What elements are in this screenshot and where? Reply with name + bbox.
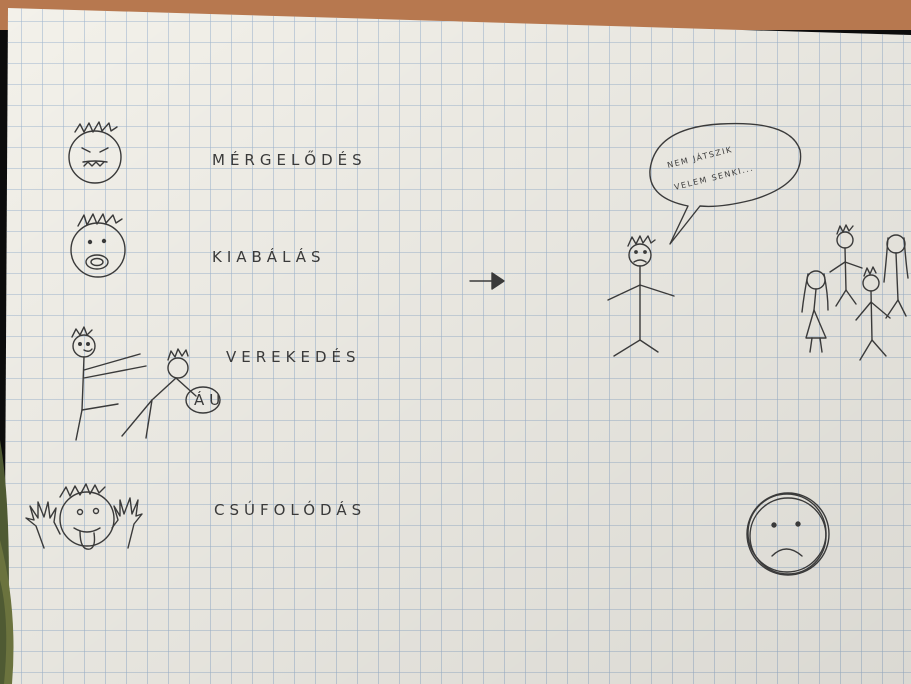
arrow-right-icon: [469, 272, 505, 290]
fighting-figures-icon: [71, 326, 221, 441]
ouch-text: ÁU: [194, 390, 225, 409]
label-csufolodas: CSÚFOLÓDÁS: [214, 500, 366, 519]
speech-bubble: [649, 122, 802, 245]
label-mergelodes: MÉRGELŐDÉS: [212, 149, 367, 169]
label-verekedes: VEREKEDÉS: [226, 347, 361, 366]
group-of-figures: [801, 224, 909, 361]
graph-paper: [4, 8, 911, 684]
shouting-face-icon: [70, 213, 126, 278]
angry-face-icon: [68, 121, 122, 184]
plant-leaves: [0, 440, 14, 684]
sad-face-icon: [746, 492, 830, 576]
label-kiabalas: KIABÁLÁS: [212, 247, 326, 266]
mocking-face-icon: [25, 483, 143, 550]
sad-stick-figure: [607, 235, 675, 357]
